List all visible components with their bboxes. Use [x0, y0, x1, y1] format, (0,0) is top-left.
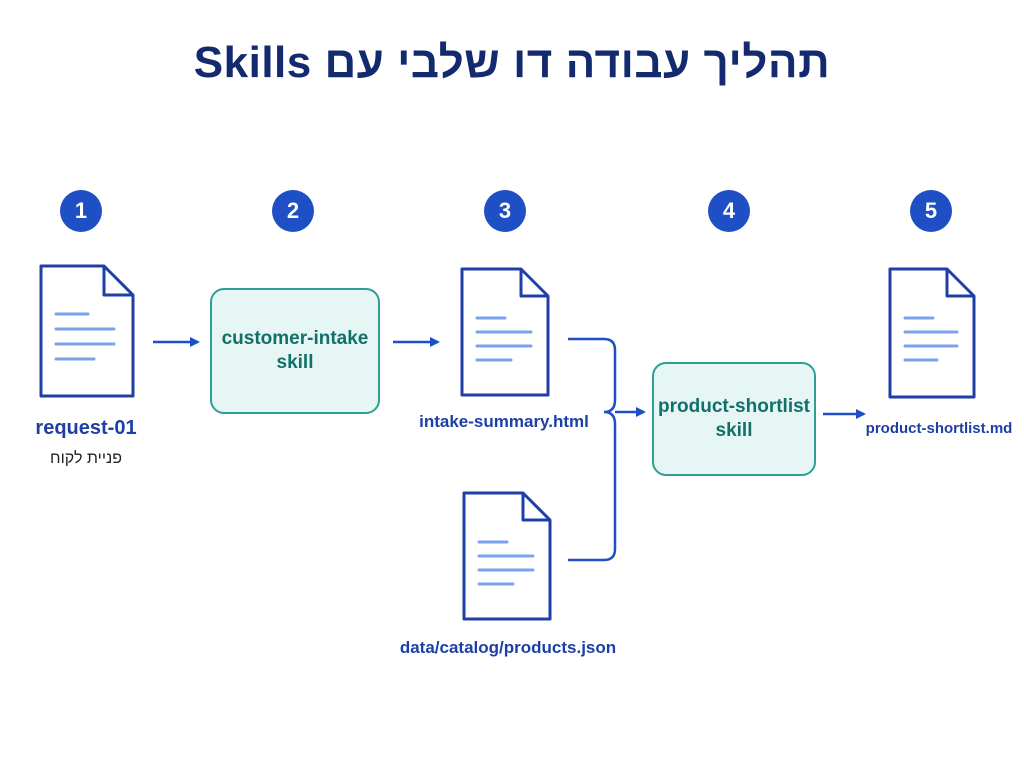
document-label-request: request-01	[35, 417, 137, 439]
merge-connector-top	[568, 337, 617, 414]
skill-product-shortlist-suffix: skill	[715, 420, 753, 441]
document-icon	[888, 267, 976, 399]
skill-product-shortlist-name: product-shortlist	[658, 396, 810, 417]
skill-product-shortlist: product-shortlist skill	[652, 362, 816, 476]
document-icon	[39, 264, 135, 398]
step-badge-2: 2	[272, 190, 314, 232]
step-badge-4: 4	[708, 190, 750, 232]
document-label-intake-summary: intake-summary.html	[419, 412, 589, 431]
document-icon	[460, 267, 550, 397]
document-icon	[462, 491, 552, 621]
document-label-catalog: data/catalog/products.json	[399, 638, 617, 657]
step-badge-1: 1	[60, 190, 102, 232]
skill-customer-intake: customer-intake skill	[210, 288, 380, 414]
page-title: תהליך עבודה דו שלבי עם Skills	[193, 38, 831, 87]
skill-customer-intake-suffix: skill	[276, 352, 314, 373]
document-label-shortlist: product-shortlist.md	[865, 420, 1013, 437]
merge-connector-bottom	[568, 410, 617, 562]
document-sublabel-request: פניית לקוח	[50, 450, 122, 467]
step-badge-5: 5	[910, 190, 952, 232]
step-badge-3: 3	[484, 190, 526, 232]
skill-customer-intake-name: customer-intake	[221, 328, 369, 349]
